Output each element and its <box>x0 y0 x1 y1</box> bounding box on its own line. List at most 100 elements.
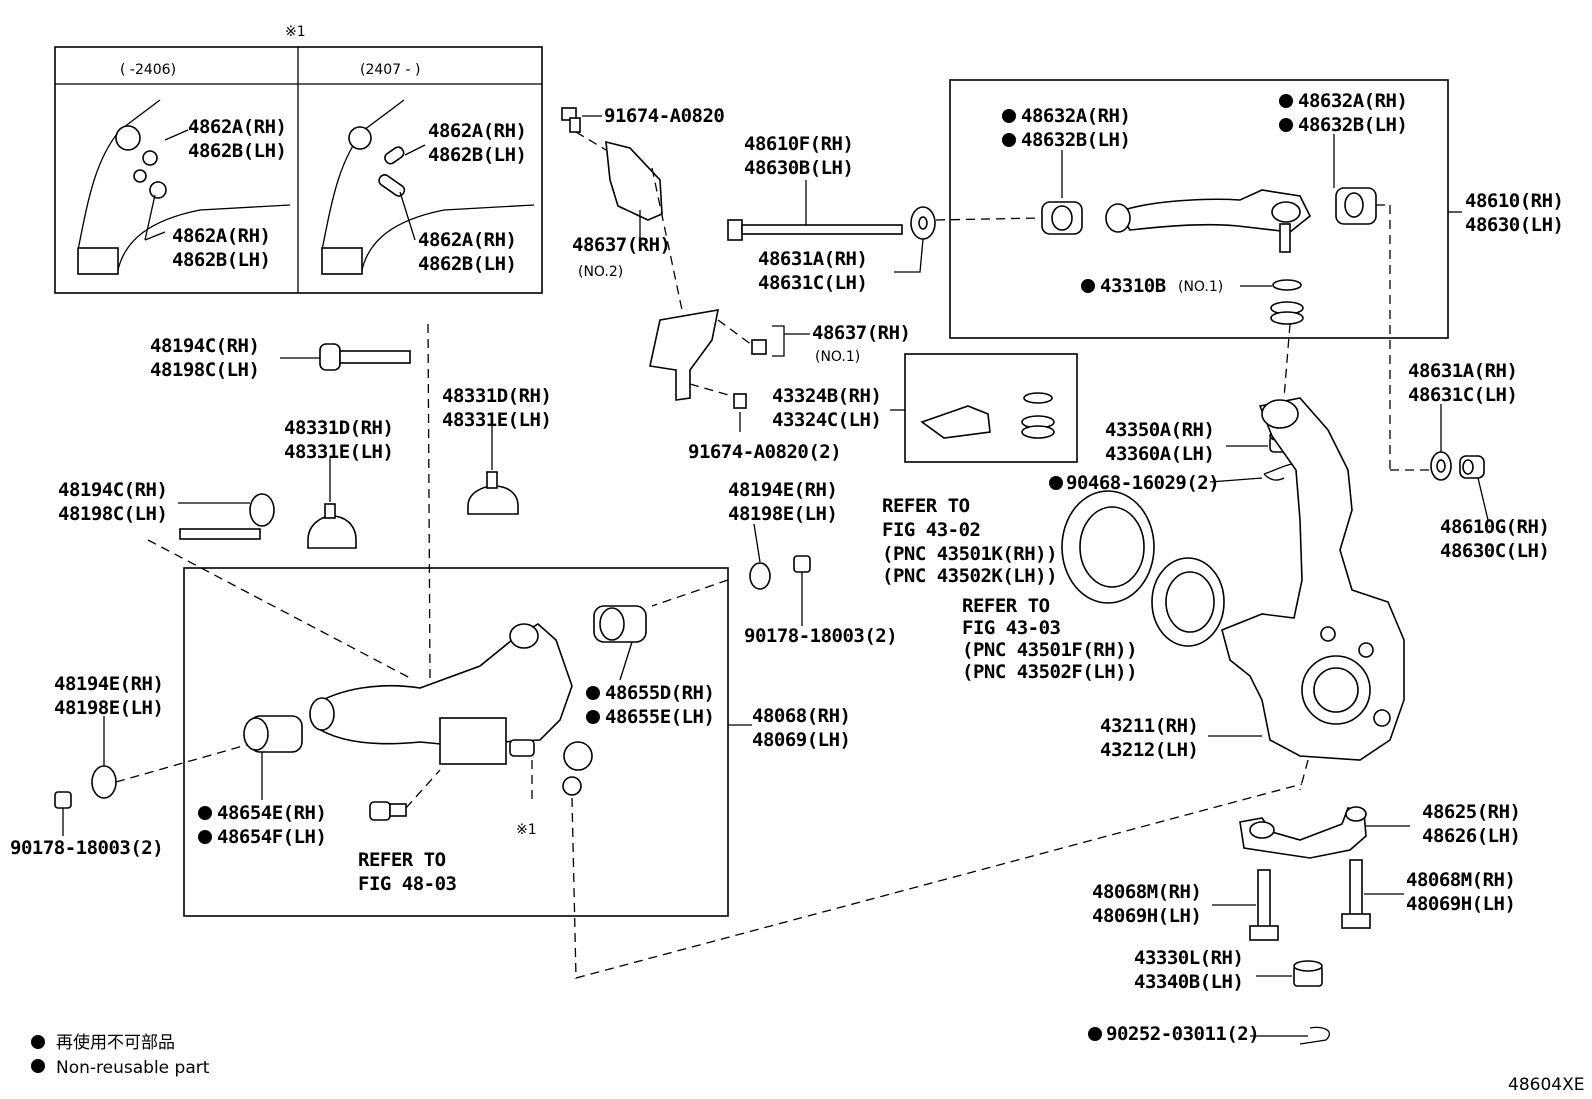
label-43324c: 43324C(LH) <box>772 409 881 431</box>
inset-right-4862a-2: 4862A(RH) <box>418 229 516 251</box>
inset-right-4862b-2: 4862B(LH) <box>418 253 516 275</box>
label-48630c: 48630C(LH) <box>1440 540 1549 562</box>
label-48198c-2: 48198C(LH) <box>58 503 167 525</box>
nut-43330l: 43330L(RH) 43340B(LH) <box>1134 759 1323 993</box>
nut-90178-1: 90178-18003(2) <box>744 555 898 647</box>
bracket-48637-no1: 48637(RH) (NO.1) <box>649 309 911 401</box>
label-48198c-1: 48198C(LH) <box>150 359 259 381</box>
label-43211: 43211(RH) <box>1100 715 1198 737</box>
label-48331d-2: 48331D(RH) <box>284 417 393 439</box>
label-48632a-right: 48632A(RH) <box>1298 90 1407 112</box>
label-48198e-1: 48198E(LH) <box>728 503 837 525</box>
refer1-line4: (PNC 43502K(LH)) <box>882 565 1057 587</box>
label-48626: 48626(LH) <box>1422 825 1520 847</box>
label-91674-bottom: 91674-A0820(2) <box>688 441 841 463</box>
label-43212: 43212(LH) <box>1100 739 1198 761</box>
upper-arm-box <box>949 79 1449 339</box>
label-48331d-1: 48331D(RH) <box>442 385 551 407</box>
inset-left-4862a-2: 4862A(RH) <box>172 225 270 247</box>
label-48637-no1: 48637(RH) <box>812 322 910 344</box>
mark-ref-1: ※1 <box>516 822 537 838</box>
inset-mark: ※1 <box>285 24 306 40</box>
inset-left-4862b-2: 4862B(LH) <box>172 249 270 271</box>
bolt-48194c-1: 48194C(RH) 48198C(LH) <box>150 335 411 381</box>
ring-43310b: 43310B (NO.1) <box>1081 275 1304 399</box>
bolt-48068m-right: 48068M(RH) 48069H(LH) <box>1341 859 1516 929</box>
label-48637-no1-num: (NO.1) <box>815 349 860 365</box>
bushing-48655d: 48655D(RH) 48655E(LH) <box>586 605 715 728</box>
refer2-line3: (PNC 43501F(RH)) <box>962 639 1137 661</box>
bolt-refer-48-03: REFER TO FIG 48-03 <box>358 769 457 895</box>
lower-arm-48068: 48068(RH) 48069(LH) <box>309 623 851 796</box>
label-48654e: 48654E(RH) <box>217 802 326 824</box>
washer-48631a: 48631A(RH) 48631C(LH) <box>758 206 1041 294</box>
refer3-line2: FIG 48-03 <box>358 873 457 895</box>
pin-90468: 90468-16029(2) <box>1049 463 1293 494</box>
bracket-48637-no2: 48637(RH) (NO.2) <box>572 131 671 280</box>
label-48655d: 48655D(RH) <box>605 682 714 704</box>
label-48068m-left: 48068M(RH) <box>1092 881 1201 903</box>
bolt-91674-bottom: 91674-A0820(2) <box>688 383 842 463</box>
bolt-48194c-2: 48194C(RH) 48198C(LH) <box>58 479 411 679</box>
bolt-48610f: 48610F(RH) 48630B(LH) <box>727 133 903 241</box>
label-43310b-num: (NO.1) <box>1178 279 1223 295</box>
label-48631c-right: 48631C(LH) <box>1408 384 1517 406</box>
label-48198e-2: 48198E(LH) <box>54 697 163 719</box>
label-48331e-2: 48331E(LH) <box>284 441 393 463</box>
label-48194c-1: 48194C(RH) <box>150 335 259 357</box>
label-48637-no2-num: (NO.2) <box>578 264 623 280</box>
bolt-48068m-left: 48068M(RH) 48069H(LH) <box>1092 869 1279 941</box>
label-90468: 90468-16029(2) <box>1066 472 1219 494</box>
label-48194e-2: 48194E(RH) <box>54 673 163 695</box>
label-48632b-left: 48632B(LH) <box>1021 129 1130 151</box>
label-48655e: 48655E(LH) <box>605 706 714 728</box>
pin-90252: 90252-03011(2) <box>1088 1023 1331 1045</box>
label-43330l: 43330L(RH) <box>1134 947 1243 969</box>
cam-48194e-1: 48194E(RH) 48198E(LH) <box>651 479 838 607</box>
label-48654f: 48654F(LH) <box>217 826 326 848</box>
refer1-line1: REFER TO <box>882 495 970 517</box>
label-48631a: 48631A(RH) <box>758 248 867 270</box>
label-48069h-left: 48069H(LH) <box>1092 905 1201 927</box>
ball-joint-connector <box>571 783 1303 979</box>
label-48068m-right: 48068M(RH) <box>1406 869 1515 891</box>
lower-arm-box <box>183 567 729 917</box>
upper-arm-48610: 48632A(RH) 48632B(LH) 48610(RH) 48630(LH… <box>1105 90 1564 253</box>
seal-43501k: REFER TO FIG 43-02 (PNC 43501K(RH)) (PNC… <box>882 490 1155 604</box>
label-48610f: 48610F(RH) <box>744 133 853 155</box>
bushing-48654e: 48654E(RH) 48654F(LH) <box>198 715 327 848</box>
label-48069h-right: 48069H(LH) <box>1406 893 1515 915</box>
label-90178-2: 90178-18003(2) <box>10 837 163 859</box>
label-48610: 48610(RH) <box>1465 190 1563 212</box>
refer2-line2: FIG 43-03 <box>962 617 1061 639</box>
label-90252: 90252-03011(2) <box>1106 1023 1259 1045</box>
label-43350a: 43350A(RH) <box>1105 419 1214 441</box>
inset-col-right: (2407 - ) <box>360 62 421 78</box>
label-48637-no2: 48637(RH) <box>572 234 670 256</box>
inset-detail-box: ※1 ( -2406) (2407 - ) 4862A(RH) 4862B(LH… <box>54 24 543 294</box>
label-48610g: 48610G(RH) <box>1440 516 1549 538</box>
inset-right-4862b-1: 4862B(LH) <box>428 144 526 166</box>
label-90178-1: 90178-18003(2) <box>744 625 897 647</box>
inset-left-4862a-1: 4862A(RH) <box>188 116 286 138</box>
refer2-line1: REFER TO <box>962 595 1050 617</box>
refer3-line1: REFER TO <box>358 849 446 871</box>
refer2-line4: (PNC 43502F(LH)) <box>962 661 1137 683</box>
cam-48194e-2: 48194E(RH) 48198E(LH) <box>54 673 251 799</box>
label-48632b-right: 48632B(LH) <box>1298 114 1407 136</box>
bolt-91674-top: 91674-A0820 <box>561 105 725 133</box>
label-48625: 48625(RH) <box>1422 801 1520 823</box>
refer1-line2: FIG 43-02 <box>882 519 980 541</box>
inset-col-left: ( -2406) <box>120 62 176 78</box>
legend-en: Non-reusable part <box>56 1058 210 1078</box>
refer1-line3: (PNC 43501K(RH)) <box>882 543 1057 565</box>
label-48631a-right: 48631A(RH) <box>1408 360 1517 382</box>
diagram-code: 48604XE <box>1508 1075 1584 1095</box>
label-48631c: 48631C(LH) <box>758 272 867 294</box>
label-48068: 48068(RH) <box>752 705 850 727</box>
label-48632a-left: 48632A(RH) <box>1021 105 1130 127</box>
nut-48610g: 48610G(RH) 48630C(LH) <box>1440 455 1550 562</box>
washer-48631a-right: 48631A(RH) 48631C(LH) <box>1376 204 1518 481</box>
